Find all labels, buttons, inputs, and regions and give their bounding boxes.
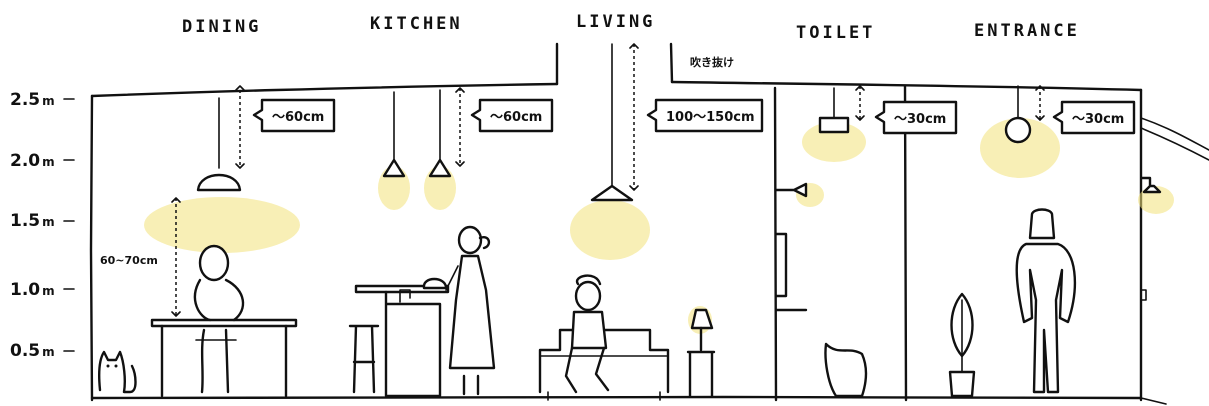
toilet-gap-label: ～30cm <box>894 112 946 127</box>
kitchen-room: ～60cm <box>348 87 554 398</box>
toilet-gap-callout: ～30cm <box>874 100 958 135</box>
toilet-room: ～30cm <box>774 85 958 398</box>
svg-text:0.5m: 0.5m <box>10 341 55 361</box>
tick-value: 1.5 <box>10 211 40 231</box>
living-room: 100～150cm <box>538 43 764 401</box>
atrium-label: 吹き抜け <box>690 55 734 69</box>
tick-unit: m <box>42 155 55 169</box>
dining-room: ～60cm 60~70cm <box>98 85 336 398</box>
dining-pendant-icon <box>196 173 242 192</box>
dining-gap-callout: ～60cm <box>252 98 336 133</box>
kitchen-person <box>445 225 496 396</box>
entrance-person <box>1015 208 1077 394</box>
cat <box>98 350 137 394</box>
svg-text:2.0m: 2.0m <box>10 151 55 171</box>
tick-unit: m <box>42 215 55 229</box>
kitchen-pendant-right-icon <box>428 158 452 178</box>
tick-unit: m <box>42 345 55 359</box>
kitchen-pendant-left-icon <box>382 158 406 178</box>
toilet-light-icon <box>818 116 850 134</box>
side-lamp <box>686 308 716 398</box>
entrance-light-icon <box>1004 116 1032 144</box>
room-label-toilet: TOILET <box>796 23 875 43</box>
exterior-wall-lamp-icon <box>1140 176 1162 194</box>
svg-text:2.5m: 2.5m <box>10 90 55 110</box>
svg-text:1.5m: 1.5m <box>10 211 55 231</box>
kitchen-gap-callout: ～60cm <box>470 98 554 133</box>
plant-icon <box>948 292 976 398</box>
entrance-room: ～30cm <box>948 85 1162 398</box>
tick-unit: m <box>42 284 55 298</box>
kitchen-gap-label: ～60cm <box>490 110 542 125</box>
entrance-gap-label: ～30cm <box>1072 112 1124 127</box>
entrance-gap-callout: ～30cm <box>1052 100 1136 135</box>
tick-value: 2.0 <box>10 151 40 171</box>
living-pendant-icon <box>590 184 634 202</box>
living-gap-callout: 100～150cm <box>646 98 764 133</box>
room-label-dining: DINING <box>182 17 261 37</box>
room-label-entrance: ENTRANCE <box>974 21 1080 41</box>
room-label-kitchen: KITCHEN <box>370 14 463 34</box>
table-to-light-label: 60~70cm <box>100 254 158 267</box>
dining-gap-label: ～60cm <box>272 110 324 125</box>
toilet-bowl-icon <box>824 342 868 398</box>
tick-value: 0.5 <box>10 341 40 361</box>
room-label-living: LIVING <box>576 12 655 32</box>
house-outline <box>89 42 1209 405</box>
living-gap-label: 100～150cm <box>666 110 755 125</box>
svg-text:1.0m: 1.0m <box>10 280 55 300</box>
tick-unit: m <box>42 94 55 108</box>
tick-value: 2.5 <box>10 90 40 110</box>
tick-value: 1.0 <box>10 280 40 300</box>
dining-person <box>193 244 245 394</box>
living-person <box>564 274 610 394</box>
